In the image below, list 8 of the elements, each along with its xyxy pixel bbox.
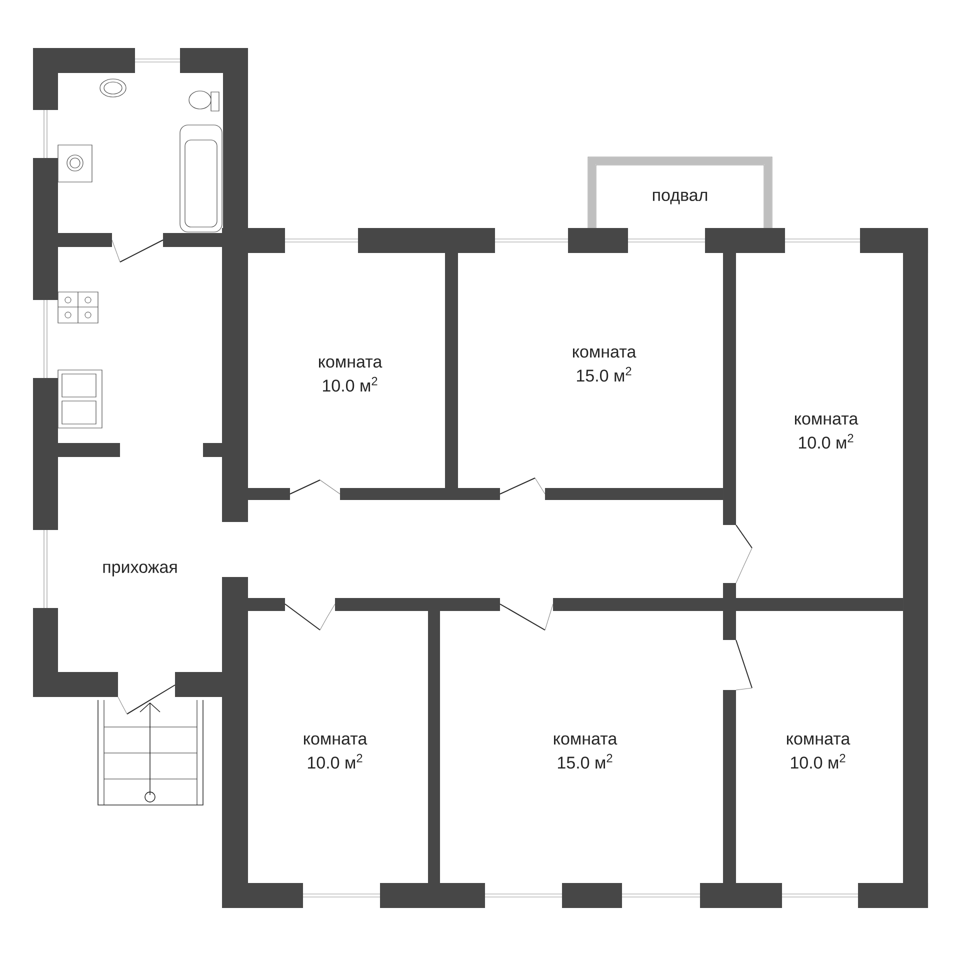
room-label: комната 10.0 м$^{2}$ bbox=[795, 415, 858, 449]
room-label: прихожая bbox=[103, 564, 177, 576]
room-label: комната 10.0 м$^{2}$ bbox=[319, 358, 382, 392]
room-label: комната 15.0 м$^{2}$ bbox=[573, 348, 636, 382]
room-label: комната 10.0 м$^{2}$ bbox=[304, 735, 368, 769]
room-label: комната 15.0 м$^{2}$ bbox=[554, 735, 618, 769]
room-label: подвал bbox=[652, 192, 708, 204]
room-label: комната 10.0 м$^{2}$ bbox=[787, 735, 850, 769]
